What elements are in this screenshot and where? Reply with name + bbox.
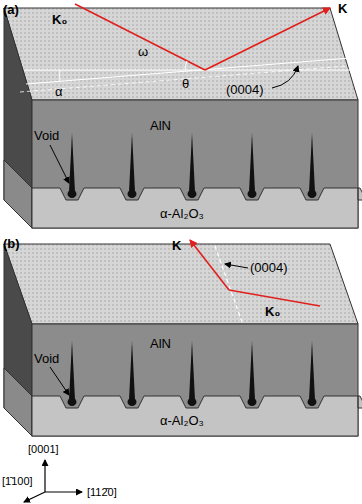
leader-line xyxy=(50,367,69,395)
void xyxy=(68,398,77,406)
void xyxy=(248,398,257,406)
leader-line xyxy=(272,66,298,88)
angle-arc xyxy=(59,70,60,81)
axis-arrow xyxy=(44,460,45,492)
void xyxy=(188,398,197,406)
incident-beam xyxy=(229,290,320,306)
layer-label: α-Al₂O₃ xyxy=(160,413,204,428)
angle-arc xyxy=(185,61,187,70)
axis-arrow xyxy=(24,492,45,502)
sapphire-substrate xyxy=(32,396,362,436)
plane-0004 xyxy=(215,246,242,322)
plane-label: (0004) xyxy=(250,260,288,275)
axis-label: [0001] xyxy=(28,442,59,457)
angle-label: α xyxy=(55,84,63,99)
void-channel xyxy=(249,133,255,192)
beam-label: K xyxy=(172,238,181,253)
void xyxy=(128,398,137,406)
part-label: Void xyxy=(34,351,59,366)
plane-label: (0004) xyxy=(226,82,264,97)
beam-label: K₀ xyxy=(265,304,280,319)
void xyxy=(248,190,257,198)
beam-label: K₀ xyxy=(52,12,67,27)
left-face xyxy=(4,244,32,436)
void xyxy=(68,190,77,198)
axis-label: [1̄100] xyxy=(2,474,33,489)
void-channel xyxy=(249,341,255,400)
void-channel xyxy=(189,341,195,400)
panel-label: (a) xyxy=(3,2,19,17)
leader-line xyxy=(225,264,248,268)
layer-label: AlN xyxy=(150,336,171,351)
top-face xyxy=(4,8,358,100)
void-channel xyxy=(189,133,195,192)
part-label: Void xyxy=(34,128,59,143)
angle-label: ω xyxy=(138,44,148,59)
void-channel xyxy=(129,133,135,192)
left-face-sapphire xyxy=(4,160,32,228)
axis-arrow xyxy=(45,491,82,492)
void-channel xyxy=(129,341,135,400)
panel-label: (b) xyxy=(3,236,20,251)
angle-label: θ xyxy=(182,76,189,91)
void-channel xyxy=(309,341,315,400)
top-face xyxy=(4,244,358,324)
diffracted-beam xyxy=(190,240,229,290)
void-channel xyxy=(69,133,75,192)
beam-label: K xyxy=(338,1,347,16)
leader-line xyxy=(50,145,69,183)
layer-label: AlN xyxy=(150,118,171,133)
plane-0004-trace xyxy=(20,66,346,92)
left-face xyxy=(4,8,32,228)
void-channel xyxy=(69,341,75,400)
void xyxy=(188,190,197,198)
void-channel xyxy=(309,133,315,192)
layer-label: α-Al₂O₃ xyxy=(160,206,204,221)
sapphire-substrate xyxy=(32,188,362,228)
incident-beam xyxy=(75,4,205,70)
axis-label: [112̄0] xyxy=(87,485,117,500)
left-face-sapphire xyxy=(4,368,32,436)
void xyxy=(308,190,317,198)
void xyxy=(308,398,317,406)
diffracted-beam xyxy=(205,8,330,70)
void xyxy=(128,190,137,198)
